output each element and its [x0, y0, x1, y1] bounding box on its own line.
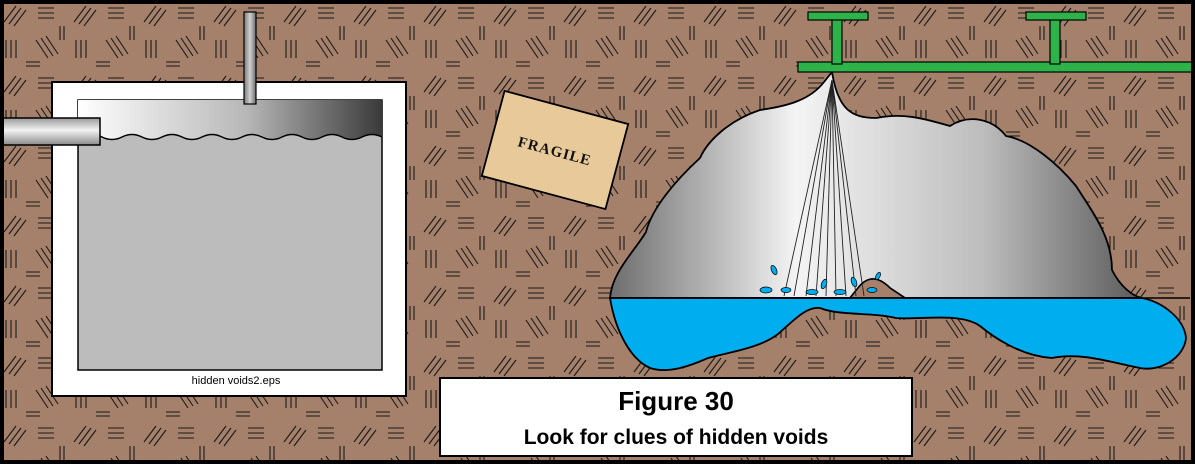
file-label: hidden voids2.eps [192, 375, 281, 387]
pipe-flange-left [808, 12, 868, 20]
access-rod [244, 12, 256, 104]
inlet-pipe [0, 118, 100, 145]
pipe-support-right [1050, 16, 1060, 64]
figure-caption-box: Figure 30 Look for clues of hidden voids [440, 378, 912, 456]
figure-caption: Look for clues of hidden voids [524, 426, 829, 449]
pipe-flange-right [1026, 12, 1086, 20]
horizontal-pipe [798, 62, 1195, 72]
tank-headspace [78, 100, 382, 140]
pipe-support-left [832, 16, 842, 64]
figure-title: Figure 30 [618, 386, 734, 416]
